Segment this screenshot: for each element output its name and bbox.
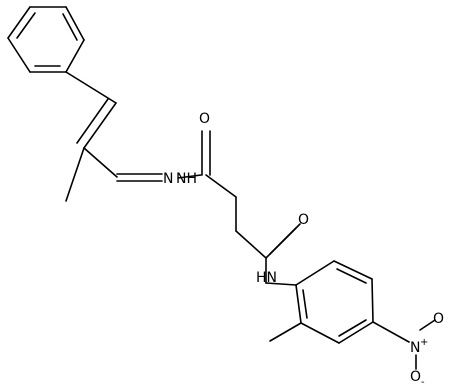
nitrophenyl-ring	[295, 260, 374, 344]
atom-o-nitro-minus: O	[410, 369, 421, 385]
atom-o-nitro-right: O	[433, 311, 444, 327]
atom-o-carbonyl-bottom: O	[298, 212, 309, 228]
phenyl-ring	[7, 6, 85, 73]
charge-plus-nitro: +	[420, 337, 428, 348]
atom-nh-hydrazide: NH	[176, 171, 197, 187]
atom-n-nitro: N	[410, 340, 420, 356]
atom-hn-amide: HN	[256, 270, 277, 286]
methyl-substituent	[269, 322, 302, 342]
atom-o-carbonyl-top: O	[199, 111, 210, 127]
nitro-group	[372, 319, 436, 370]
atom-n-imine: N	[163, 171, 173, 187]
alkene-chain	[65, 71, 118, 202]
succinyl-chain	[201, 130, 301, 286]
charge-minus-nitro: -	[421, 377, 425, 388]
hydrazone-group	[116, 173, 202, 182]
